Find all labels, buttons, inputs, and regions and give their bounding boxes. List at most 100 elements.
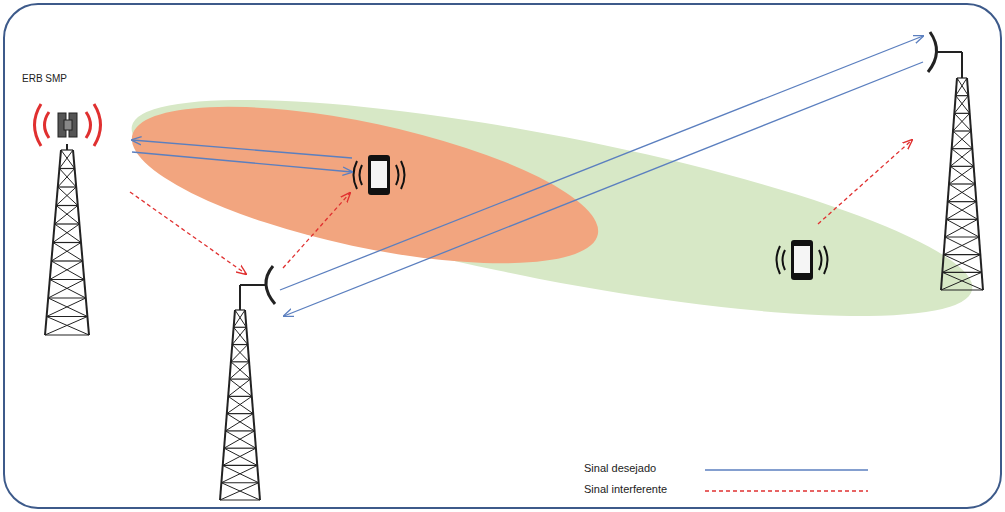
desired-signals (132, 36, 923, 316)
tower-stroke (952, 149, 974, 167)
tower-stroke (45, 317, 87, 336)
tower-stroke (227, 414, 255, 431)
tower-stroke (225, 414, 253, 431)
tower-stroke (956, 78, 967, 96)
tower-stroke (944, 254, 981, 255)
frame (4, 4, 1001, 508)
tower-stroke (225, 430, 254, 431)
tower-stroke (948, 184, 975, 202)
tower-stroke (228, 396, 253, 413)
tower-stroke (952, 148, 973, 149)
tower-stroke (950, 149, 972, 167)
tower-stroke (232, 345, 249, 362)
tower-stroke (946, 219, 979, 237)
tower-stroke (953, 113, 970, 131)
tower-stroke (51, 261, 84, 280)
tower-stroke (59, 169, 76, 188)
tower-stroke (945, 219, 978, 237)
tower-stroke (234, 310, 245, 327)
station-label: ERB SMP (22, 73, 67, 85)
tower-stroke (941, 272, 982, 290)
tower-stroke (942, 272, 981, 273)
phone-2 (777, 240, 828, 280)
tower-stroke (234, 327, 248, 344)
tower-stroke (230, 378, 251, 379)
tower-stroke (59, 150, 73, 169)
tower-stroke (954, 96, 968, 114)
tower-stroke (55, 206, 78, 225)
tower-stroke (953, 131, 972, 149)
tower-stroke (234, 327, 247, 328)
tower-stroke (58, 187, 78, 206)
tower-stroke (221, 482, 258, 483)
tower-stroke (47, 317, 89, 336)
tower-stroke (61, 150, 75, 169)
tower-stroke (50, 279, 84, 280)
tower-stroke (48, 297, 86, 298)
tower-stroke (224, 448, 257, 465)
towers (45, 72, 983, 500)
tower-stroke (50, 261, 83, 280)
tower-stroke (954, 113, 969, 114)
tower-stroke (945, 237, 980, 255)
tower-stroke (51, 260, 82, 261)
legend-sample-desired (705, 469, 868, 470)
tower-stroke (228, 379, 250, 396)
tower-stroke (232, 327, 246, 344)
tower-stroke (945, 236, 979, 237)
tower-stroke (230, 362, 250, 379)
tower-stroke (61, 149, 73, 150)
tower-stroke (231, 361, 249, 362)
tower-stroke (58, 169, 75, 188)
tower-stroke (245, 310, 260, 500)
tower-stroke (55, 224, 81, 243)
tower-stroke (949, 184, 976, 202)
tower-stroke (48, 280, 84, 299)
tower-stroke (946, 219, 977, 220)
legend-text: Sinal desejado (584, 462, 656, 475)
legend-samples (705, 470, 868, 491)
tower-stroke (66, 144, 68, 150)
tower-stroke (950, 166, 973, 167)
microwave-dish-right (928, 32, 962, 72)
legend-sample-interfering (705, 490, 868, 491)
tower-stroke (53, 242, 81, 243)
interfering-signals (130, 140, 912, 274)
tower-stroke (227, 413, 253, 414)
tower-stroke (227, 396, 252, 413)
tower-stroke (47, 298, 86, 317)
tower-stroke (220, 483, 259, 500)
tower-stroke (954, 113, 971, 131)
tower-stroke (47, 316, 88, 317)
tower-stroke (224, 431, 254, 448)
tower-stroke (957, 78, 968, 96)
phone-1 (354, 155, 405, 195)
tower-stroke (53, 243, 83, 262)
tower-stroke (944, 255, 982, 273)
tower-stroke (223, 448, 256, 465)
tower-stroke (956, 95, 969, 96)
erb-antenna (35, 104, 101, 146)
tower-stroke (58, 186, 76, 187)
tower-stroke (225, 431, 255, 448)
tower-stroke (946, 202, 976, 220)
tower-stroke (224, 448, 256, 449)
tower-stroke (961, 72, 963, 78)
tower-stroke (221, 465, 257, 482)
tower-stroke (50, 280, 86, 299)
tower-stroke (223, 465, 258, 466)
tower-stroke (56, 206, 79, 225)
tower-stroke (232, 344, 247, 345)
coverage-area-green (118, 56, 986, 361)
legend-text: Sinal interferente (584, 483, 667, 496)
tower-stroke (48, 298, 87, 317)
tower-stroke (221, 483, 260, 500)
tower-stroke (942, 255, 980, 273)
tower-stroke (228, 396, 252, 397)
microwave-dish-left (240, 266, 275, 305)
tower-stroke (948, 201, 977, 202)
tower-stroke (230, 379, 252, 396)
tower-stroke (220, 499, 260, 500)
tower-stroke (235, 309, 245, 310)
